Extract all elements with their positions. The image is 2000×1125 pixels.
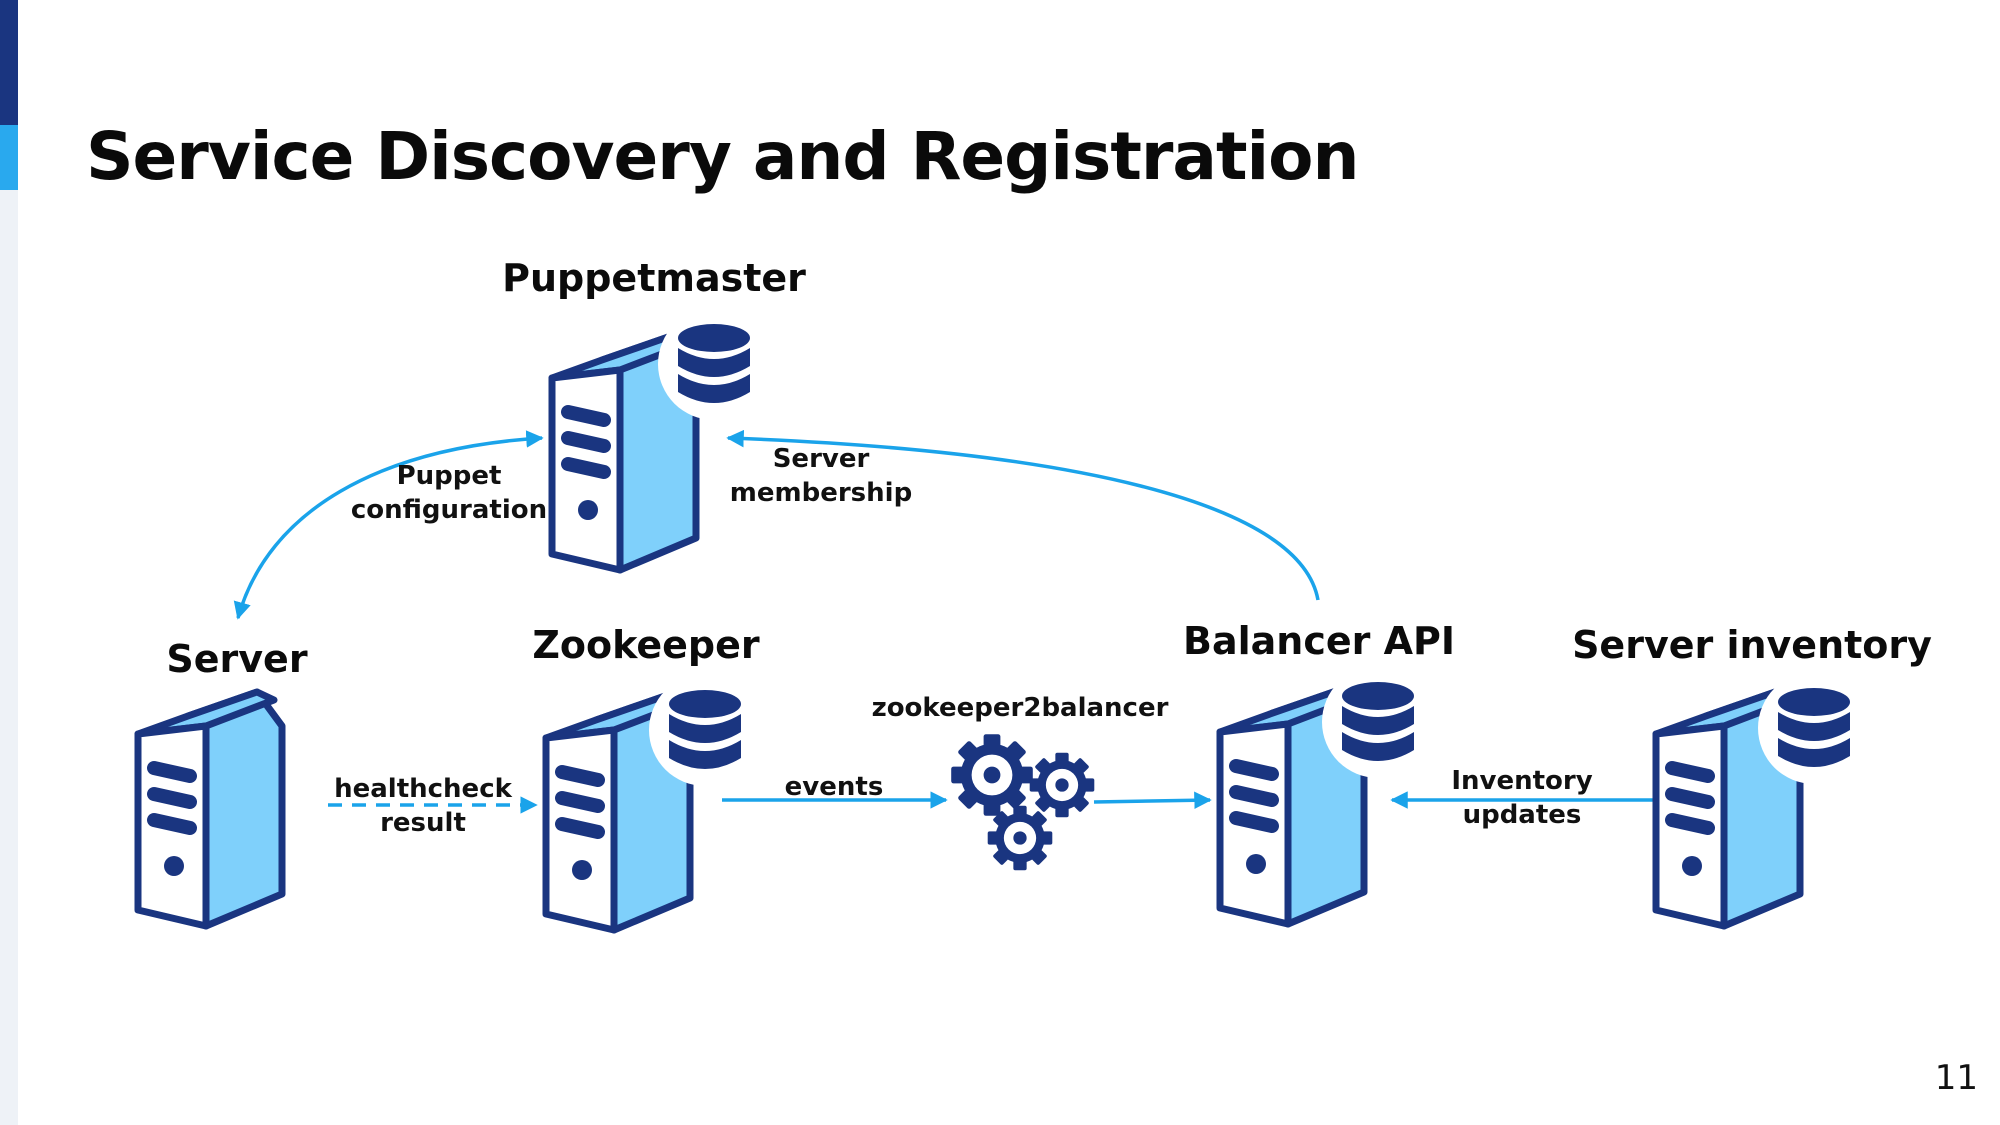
edge-puppet-configuration	[233, 430, 544, 620]
server-label: Server	[166, 637, 307, 681]
balancer-api-label: Balancer API	[1183, 619, 1455, 663]
sidebar-strip	[0, 190, 18, 1125]
server-icon	[138, 692, 282, 926]
label-puppet-configuration: Puppet configuration	[351, 461, 547, 525]
edge-label-line: result	[380, 808, 466, 838]
label-healthcheck-result: healthcheck result	[334, 774, 513, 838]
node-balancer-api: Balancer API	[1183, 619, 1455, 924]
edge-label-line: Inventory	[1451, 766, 1592, 796]
puppetmaster-label: Puppetmaster	[502, 256, 806, 300]
server-database-icon	[1220, 666, 1434, 924]
sidebar-accent-dark	[0, 0, 18, 125]
gears-icon	[951, 734, 1095, 871]
edge-label-line: configuration	[351, 495, 547, 525]
node-zookeeper: Zookeeper	[532, 623, 761, 930]
label-events: events	[785, 772, 884, 802]
sidebar-accent-light	[0, 125, 18, 190]
label-inventory-updates: Inventory updates	[1451, 766, 1592, 830]
node-zookeeper2balancer: zookeeper2balancer	[872, 693, 1169, 871]
zookeeper-label: Zookeeper	[532, 623, 760, 667]
edge-label-line: membership	[730, 478, 912, 508]
node-server: Server	[138, 637, 308, 926]
server-inventory-label: Server inventory	[1572, 623, 1932, 667]
zookeeper2balancer-label: zookeeper2balancer	[872, 693, 1169, 723]
edge-zookeeper2balancer-to-balancer	[1093, 791, 1212, 810]
edge-label-line: Server	[773, 444, 870, 474]
node-server-inventory: Server inventory	[1572, 623, 1932, 926]
edge-label-line: events	[785, 772, 884, 802]
slide-title: Service Discovery and Registration	[86, 118, 1359, 195]
server-database-icon	[546, 674, 761, 930]
page-number: 11	[1934, 1058, 1978, 1098]
label-server-membership: Server membership	[730, 444, 912, 508]
node-puppetmaster: Puppetmaster	[502, 256, 806, 570]
edge-label-line: healthcheck	[334, 774, 513, 804]
edge-label-line: updates	[1463, 800, 1582, 830]
edge-label-line: Puppet	[397, 461, 502, 491]
server-database-icon	[1656, 672, 1870, 926]
edge-server-membership	[726, 429, 1320, 601]
